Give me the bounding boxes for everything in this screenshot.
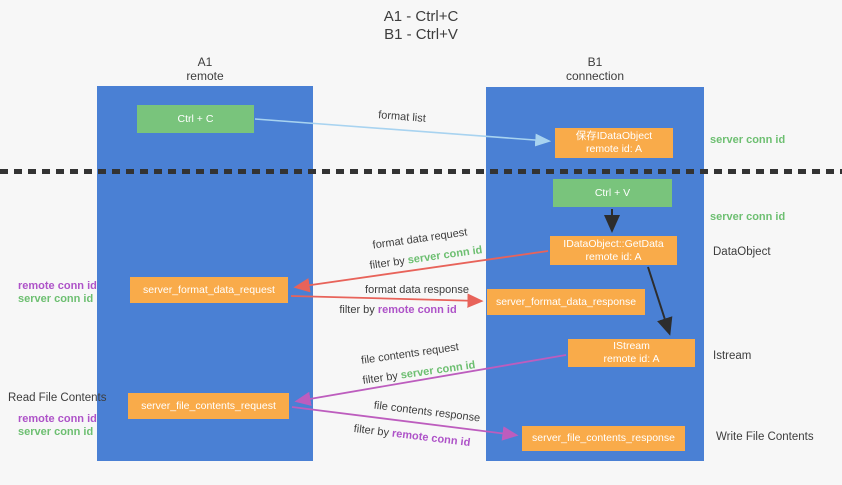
filter-prefix: filter by <box>361 369 402 387</box>
left-mid-remote-conn-id: remote conn id <box>18 280 97 292</box>
label-file-contents-response: file contents response <box>373 400 481 425</box>
right-mid-server-conn-id: server conn id <box>710 211 786 223</box>
node-ctrl-c-label: Ctrl + C <box>177 112 214 125</box>
node-server-format-data-response: server_format_data_response <box>487 289 645 315</box>
node-istream: IStream remote id: A <box>568 339 695 367</box>
filter-prefix: filter by <box>353 422 393 440</box>
node-server-file-contents-response: server_file_contents_response <box>522 426 685 451</box>
label-filter-remote-1: filter by remote conn id <box>339 304 456 316</box>
title-line-1: A1 - Ctrl+C <box>383 8 459 25</box>
diagram-title: A1 - Ctrl+C B1 - Ctrl+V <box>0 8 842 44</box>
title-line-2: B1 - Ctrl+V <box>384 26 458 43</box>
edge-format-response-arrow <box>290 293 484 308</box>
node-getdata: IDataObject::GetData remote id: A <box>550 236 677 265</box>
node-ctrl-v: Ctrl + V <box>553 179 672 207</box>
dataobject-label: DataObject <box>713 246 771 258</box>
lane-a1-name: A1 <box>197 55 213 69</box>
filter-key-server: server conn id <box>399 359 477 382</box>
node-server-format-data-response-label: server_format_data_response <box>495 295 637 308</box>
node-save-dataobject-line2: remote id: A <box>585 143 643 155</box>
label-format-data-response: format data response <box>365 284 469 296</box>
lane-header-a1: A1 remote <box>97 55 313 83</box>
lane-header-b1: B1 connection <box>486 55 704 83</box>
node-server-format-data-request-label: server_format_data_request <box>143 283 275 296</box>
node-ctrl-v-label: Ctrl + V <box>594 186 631 199</box>
filter-key-remote: remote conn id <box>391 427 471 450</box>
left-bottom-remote-conn-id: remote conn id <box>18 413 97 425</box>
node-getdata-line2: remote id: A <box>585 250 642 263</box>
node-istream-line2: remote id: A <box>603 353 660 365</box>
node-server-file-contents-response-label: server_file_contents_response <box>531 432 675 444</box>
filter-key-remote: remote conn id <box>377 304 457 316</box>
filter-key-server: server conn id <box>406 244 484 267</box>
write-file-contents-label: Write File Contents <box>716 431 814 443</box>
node-istream-line1: IStream <box>613 340 650 352</box>
left-bottom-server-conn-id: server conn id <box>18 426 94 438</box>
label-format-list: format list <box>378 109 426 125</box>
node-getdata-line1: IDataObject::GetData <box>563 237 664 250</box>
istream-label: Istream <box>713 350 752 362</box>
lane-b1-name: B1 <box>587 55 603 69</box>
lane-b1-subtitle: connection <box>565 69 625 83</box>
dashed-divider <box>0 169 842 174</box>
node-ctrl-c: Ctrl + C <box>137 105 254 133</box>
label-filter-remote-2: filter by remote conn id <box>353 423 471 449</box>
format-list-text: format list <box>377 109 427 125</box>
node-server-file-contents-request-label: server_file_contents_request <box>141 399 276 412</box>
format-data-response-text: format data response <box>365 284 469 296</box>
left-bottom-conn-ids: remote conn id server conn id <box>18 413 97 439</box>
filter-prefix: filter by <box>339 304 378 316</box>
left-mid-server-conn-id: server conn id <box>18 293 94 305</box>
left-mid-conn-ids: remote conn id server conn id <box>18 280 97 306</box>
lane-a1-subtitle: remote <box>186 69 224 83</box>
node-server-file-contents-request: server_file_contents_request <box>128 393 289 419</box>
filter-prefix: filter by <box>368 254 409 272</box>
read-file-contents-label: Read File Contents <box>8 392 107 404</box>
file-contents-response-text: file contents response <box>373 399 481 425</box>
node-save-dataobject-line1: 保存IDataObject <box>575 130 653 142</box>
node-save-dataobject: 保存IDataObject remote id: A <box>555 128 673 158</box>
right-top-server-conn-id: server conn id <box>710 134 786 146</box>
node-server-format-data-request: server_format_data_request <box>130 277 288 303</box>
